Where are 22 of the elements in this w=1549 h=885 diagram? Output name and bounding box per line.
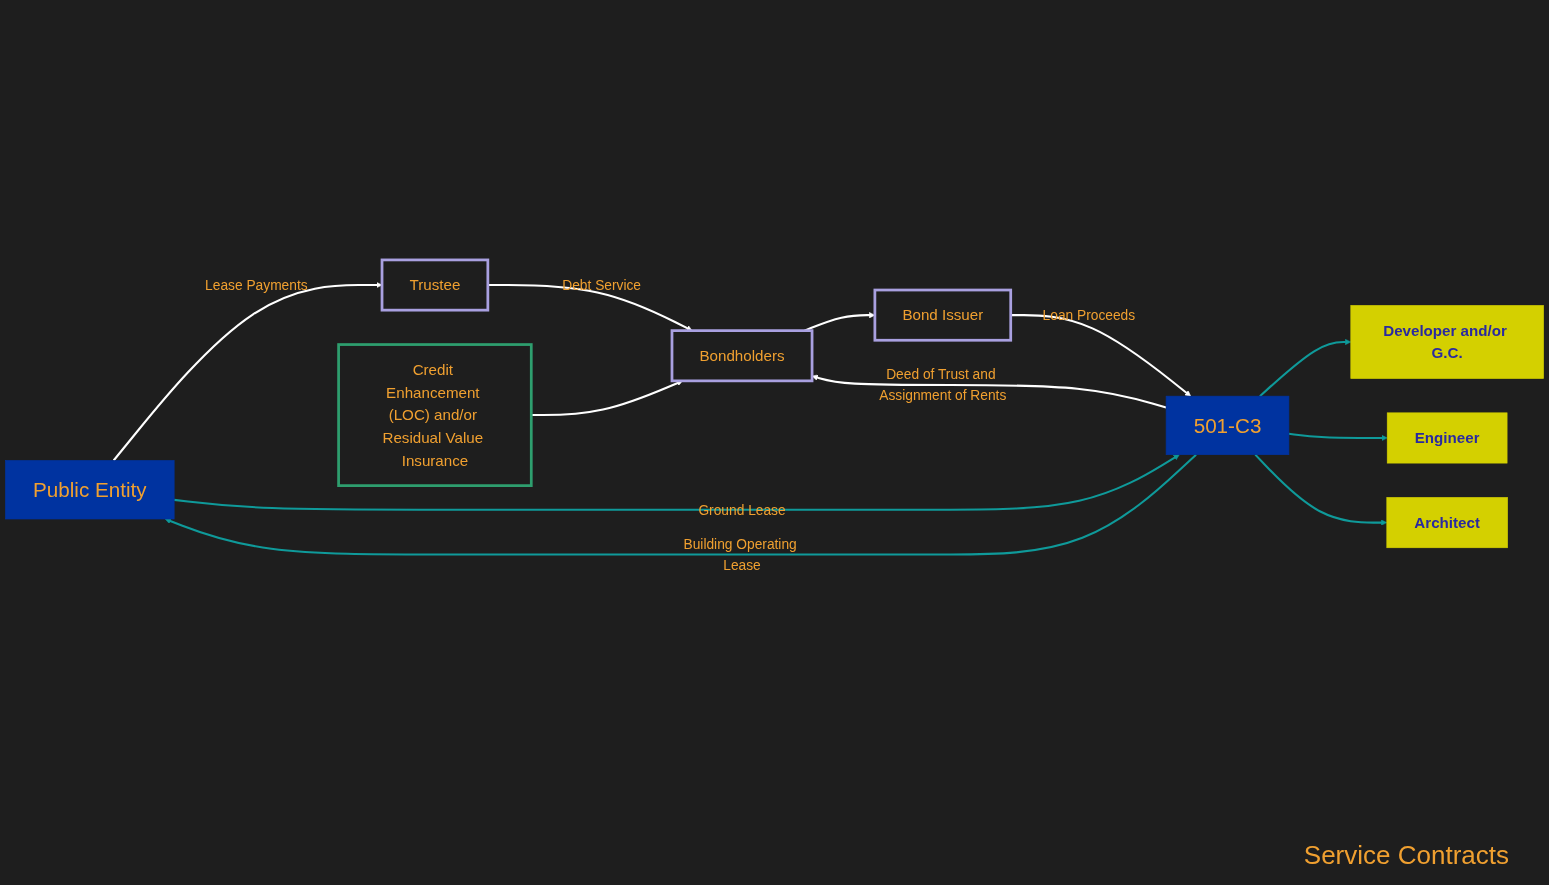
- arrow: [487, 284, 693, 331]
- node-box: Engineer: [1386, 412, 1508, 464]
- node-box: Architect: [1386, 497, 1508, 549]
- edge-label: Deed of Trust and Assignment of Rents: [879, 367, 1007, 403]
- node-box: Credit Enhancement (LOC) and/or Residual Value Insurance: [337, 343, 533, 487]
- arrow: [1010, 314, 1191, 397]
- arrow: [1259, 338, 1352, 397]
- node-box: Developer and/or G.C.: [1350, 305, 1544, 379]
- arrow: [164, 453, 1197, 556]
- node-box: 501-C3: [1165, 395, 1290, 455]
- arrow: [112, 282, 383, 462]
- note: Service Contracts: [1303, 840, 1509, 872]
- edge-label: Building Operating Lease: [683, 536, 797, 573]
- node-box: Bondholders: [670, 329, 814, 383]
- arrow: [1254, 453, 1388, 526]
- arrow: [174, 454, 1180, 511]
- edge-label: Lease Payments: [205, 277, 308, 293]
- node-box: Trustee: [380, 258, 490, 312]
- node-box: Bond Issuer: [873, 288, 1013, 342]
- node-box: Public Entity: [5, 460, 175, 520]
- arrow: [531, 380, 683, 417]
- arrow: [1288, 432, 1388, 441]
